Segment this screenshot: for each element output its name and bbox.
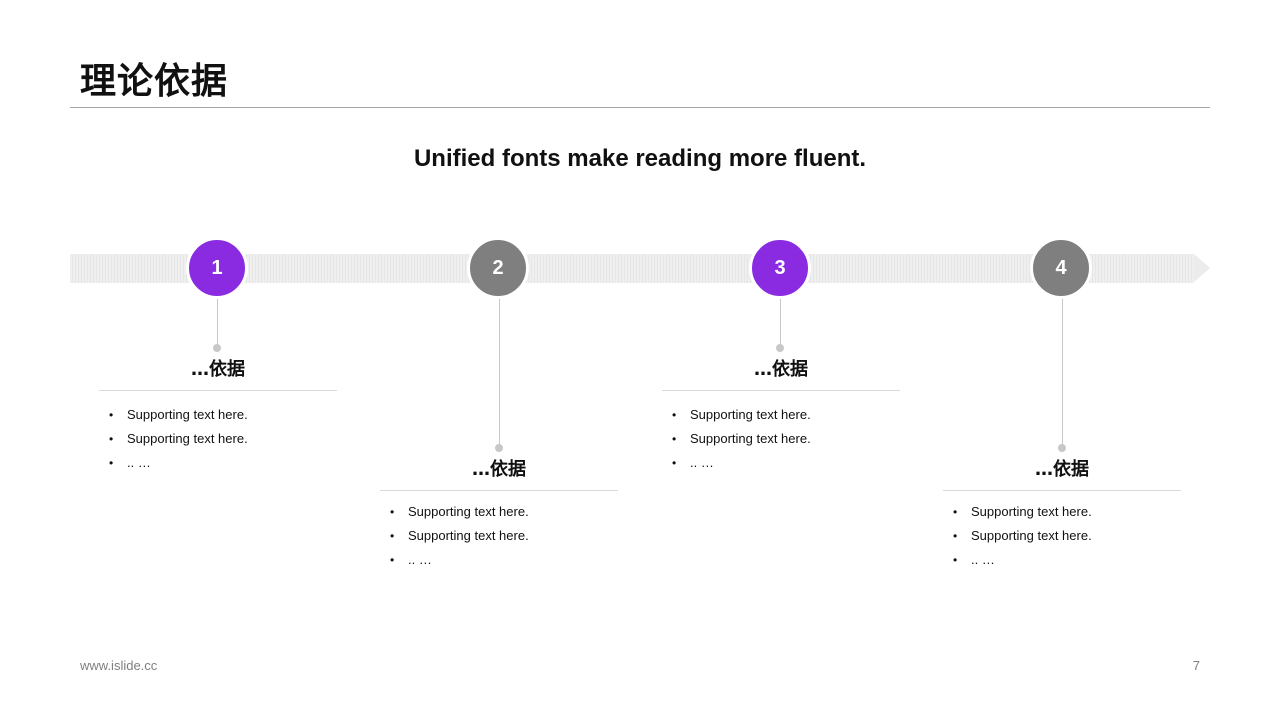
step-circle-4: 4 <box>1030 237 1092 299</box>
slide-subtitle: Unified fonts make reading more fluent. <box>413 145 867 172</box>
bullet-item: Supporting text here. <box>390 524 529 548</box>
step-circle-1: 1 <box>186 237 248 299</box>
bullet-item: .. … <box>672 451 811 475</box>
step-bullets-1: Supporting text here. Supporting text he… <box>109 403 248 475</box>
timeline-arrow-head <box>1194 254 1210 282</box>
bullet-item: Supporting text here. <box>953 500 1092 524</box>
timeline-arrow <box>70 254 1210 283</box>
connector-dot <box>1058 444 1066 452</box>
title-divider <box>70 107 1210 108</box>
step-bullets-4: Supporting text here. Supporting text he… <box>953 500 1092 572</box>
connector-line <box>780 298 781 348</box>
step-title-4: …依据 <box>1035 459 1089 480</box>
connector-dot <box>213 344 221 352</box>
bullet-item: Supporting text here. <box>109 427 248 451</box>
connector-line <box>499 298 500 448</box>
bullet-item: Supporting text here. <box>672 427 811 451</box>
step-title-3: …依据 <box>754 359 808 380</box>
connector-dot <box>495 444 503 452</box>
bullet-item: .. … <box>953 548 1092 572</box>
step-divider-3 <box>662 390 900 391</box>
bullet-item: Supporting text here. <box>672 403 811 427</box>
step-bullets-2: Supporting text here. Supporting text he… <box>390 500 529 572</box>
step-bullets-3: Supporting text here. Supporting text he… <box>672 403 811 475</box>
step-circle-2: 2 <box>467 237 529 299</box>
bullet-item: Supporting text here. <box>953 524 1092 548</box>
connector-line <box>217 298 218 348</box>
connector-line <box>1062 298 1063 448</box>
bullet-item: Supporting text here. <box>390 500 529 524</box>
slide-title: 理论依据 <box>80 61 229 102</box>
step-divider-1 <box>99 390 337 391</box>
footer-website: www.islide.cc <box>80 658 158 673</box>
step-title-2: …依据 <box>472 459 526 480</box>
bullet-item: .. … <box>109 451 248 475</box>
bullet-item: Supporting text here. <box>109 403 248 427</box>
step-title-1: …依据 <box>191 359 245 380</box>
step-divider-2 <box>380 490 618 491</box>
bullet-item: .. … <box>390 548 529 572</box>
step-circle-3: 3 <box>749 237 811 299</box>
connector-dot <box>776 344 784 352</box>
timeline-arrow-body <box>70 254 1194 283</box>
page-number: 7 <box>1192 658 1200 673</box>
step-divider-4 <box>943 490 1181 491</box>
